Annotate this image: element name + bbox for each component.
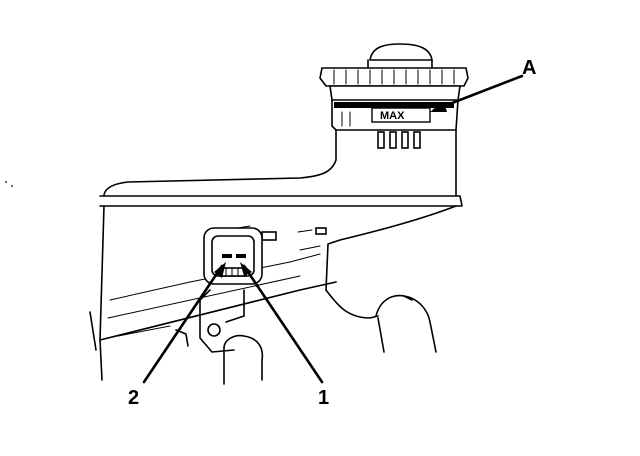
mounting-brackets [89, 289, 437, 385]
reservoir-neck: MAX [331, 99, 459, 149]
callout-label-1: 1 [318, 387, 329, 409]
callout-label-2: 2 [128, 387, 139, 409]
max-level-mark: MAX [380, 110, 405, 122]
leader-lines [142, 74, 524, 384]
level-sensor-connector [203, 227, 263, 285]
reservoir-cap [319, 43, 469, 101]
reservoir-body [99, 129, 463, 341]
neck-ribs [377, 131, 421, 149]
scan-specks [5, 181, 13, 187]
callout-label-a: A [522, 57, 536, 79]
